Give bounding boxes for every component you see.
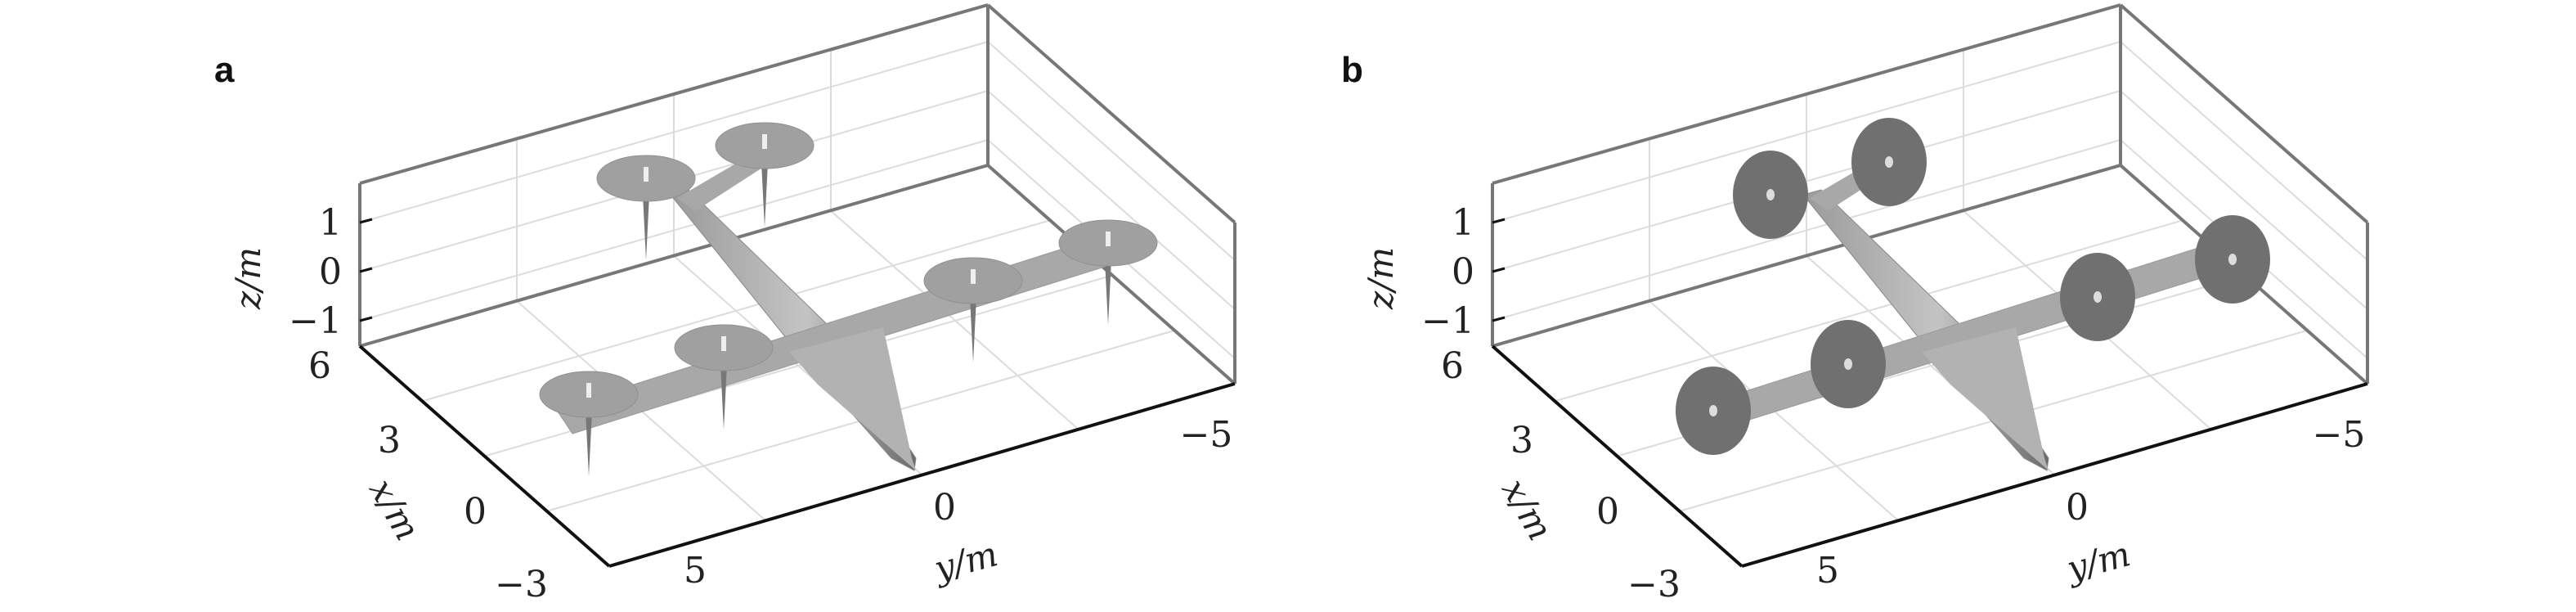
wing — [1688, 232, 2254, 434]
grid-line — [1492, 139, 2121, 322]
axis-box-edge — [2119, 3, 2369, 224]
grid-line — [2120, 90, 2368, 310]
rotor — [715, 122, 815, 227]
axis-box-edge — [986, 164, 1236, 385]
wing — [555, 232, 1121, 434]
z-tick-label: 0 — [319, 251, 342, 293]
y-tick-label: 0 — [933, 487, 956, 529]
grid-line — [359, 139, 989, 322]
z-tick — [359, 218, 373, 224]
z-tick-label: −1 — [289, 300, 342, 342]
x-axis-line — [358, 344, 611, 568]
x-tick-label: −3 — [495, 564, 548, 605]
z-tick — [359, 267, 373, 273]
rotor-hub — [721, 336, 726, 351]
x-tick-label: 0 — [1596, 491, 1619, 533]
rotor-hub — [644, 167, 648, 182]
z-tick — [1492, 218, 1506, 224]
x-tick-label: 3 — [378, 420, 401, 461]
axis-box-edge — [986, 3, 1236, 224]
rotor — [923, 257, 1023, 362]
rotor-hub — [2094, 291, 2102, 303]
y-axis-line — [608, 382, 1236, 568]
z-tick — [1492, 267, 1506, 273]
rotor — [1676, 367, 1751, 455]
rotor-hub — [971, 269, 976, 284]
y-tick-label: −5 — [2313, 414, 2366, 456]
y-tick-label: 0 — [2066, 487, 2089, 529]
panel-label: a — [214, 50, 235, 90]
rotor — [674, 324, 774, 430]
y-axis-label: y/m — [928, 533, 1002, 589]
axis-box-edge — [359, 164, 989, 348]
rotor-hub — [1106, 232, 1111, 246]
x-axis-label: x/m — [361, 472, 428, 547]
rotor-hub — [762, 134, 767, 149]
y-axis-line — [1741, 382, 2368, 568]
grid-line — [987, 41, 1236, 261]
x-tick-label: 0 — [464, 491, 487, 533]
rotor — [1733, 151, 1808, 239]
axis-box-edge — [359, 3, 989, 185]
grid-line — [828, 209, 1079, 430]
z-tick-label: −1 — [1421, 300, 1474, 342]
axis-box-edge — [1492, 164, 2121, 348]
x-tick-label: 3 — [1510, 420, 1533, 461]
y-tick-label: −5 — [1180, 414, 1233, 456]
panel-label: b — [1341, 50, 1363, 90]
x-axis-label: x/m — [1494, 472, 1560, 547]
y-axis-label: y/m — [2061, 533, 2134, 589]
rotor — [2195, 215, 2270, 304]
rotor-hub — [1766, 189, 1775, 200]
rotor — [596, 155, 696, 260]
rotor — [539, 371, 639, 476]
nose-cone — [789, 327, 916, 470]
z-tick-label: 1 — [319, 202, 342, 244]
rotor-hub — [586, 383, 591, 398]
z-tick-label: 1 — [1452, 202, 1474, 244]
rotor-hub — [1885, 156, 1893, 168]
rotor — [1811, 320, 1886, 408]
y-tick-label: 5 — [1816, 550, 1839, 592]
nose-cone — [1922, 327, 2049, 470]
y-tick-label: 5 — [684, 550, 707, 592]
z-tick-label: 0 — [1452, 251, 1474, 293]
rotor-hub — [1709, 405, 1717, 416]
grid-line — [2120, 41, 2368, 261]
grid-line — [1492, 90, 2121, 272]
grid-line — [987, 90, 1236, 310]
rotor — [2060, 253, 2135, 341]
grid-line — [1492, 41, 2121, 223]
x-tick-label: −3 — [1627, 564, 1681, 605]
z-axis-label: z/m — [1361, 247, 1401, 310]
tail-boom — [677, 154, 769, 211]
z-tick — [359, 316, 373, 322]
axis-box-edge — [1492, 3, 2121, 185]
rotor-hub — [2228, 254, 2237, 265]
x-tick-label: 6 — [308, 345, 331, 387]
x-axis-line — [1491, 344, 1744, 568]
rotor — [1058, 219, 1158, 325]
rotor-hub — [1844, 358, 1852, 370]
rotor — [1851, 118, 1927, 206]
grid-line — [359, 41, 989, 223]
x-tick-label: 6 — [1441, 345, 1464, 387]
z-tick — [1492, 316, 1506, 322]
z-axis-label: z/m — [228, 247, 268, 310]
